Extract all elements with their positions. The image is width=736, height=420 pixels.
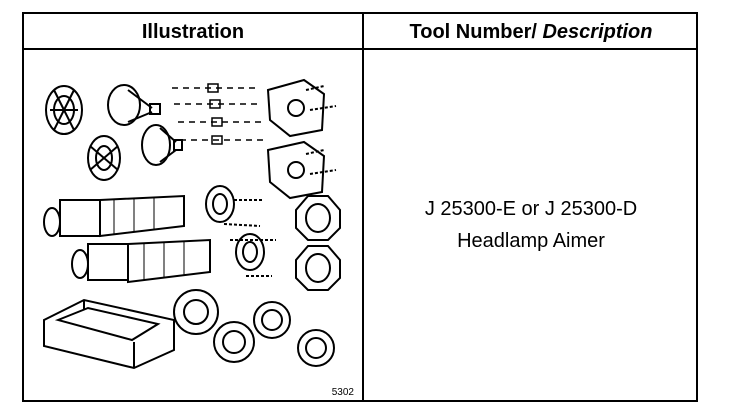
adapter-ring-icon	[253, 301, 291, 339]
tool-numbers: J 25300-E or J 25300-D	[424, 198, 638, 220]
octagon-adapter-icon	[295, 195, 341, 241]
carrying-case-icon	[43, 298, 175, 370]
adapter-ring-icon	[173, 289, 219, 335]
adapter-rods-icon	[172, 83, 264, 145]
header-illustration: Illustration	[141, 21, 245, 43]
adapter-wheel-icon	[87, 135, 121, 181]
mounting-bracket-icon	[266, 140, 337, 200]
tool-description: Headlamp Aimer	[457, 230, 605, 252]
adapter-ring-icon	[297, 329, 335, 367]
header-description: Description	[542, 21, 653, 43]
tool-table: Illustration Tool Number/ Description	[22, 12, 698, 402]
suction-cup-icon	[107, 84, 161, 126]
octagon-adapter-icon	[295, 245, 341, 291]
headlamp-aimer-kit-illustration	[43, 78, 341, 370]
suction-cup-icon	[141, 124, 183, 166]
aimer-body-icon	[43, 194, 185, 238]
adapter-wheel-icon	[45, 85, 83, 135]
column-divider	[362, 14, 364, 400]
illustration-cell: 5302	[24, 50, 362, 400]
headlamp-adapter-icon	[205, 185, 262, 227]
adapter-ring-icon	[213, 321, 255, 363]
header-tool-number-description: Tool Number/ Description	[364, 14, 698, 48]
header-row: Illustration Tool Number/ Description	[24, 14, 696, 50]
figure-number: 5302	[331, 387, 354, 398]
headlamp-adapter-icon	[230, 233, 276, 277]
mounting-bracket-icon	[266, 78, 337, 138]
header-tool-number: Tool Number/	[409, 21, 543, 43]
aimer-body-icon	[71, 238, 211, 284]
tool-description-cell: J 25300-E or J 25300-D Headlamp Aimer	[364, 50, 698, 400]
